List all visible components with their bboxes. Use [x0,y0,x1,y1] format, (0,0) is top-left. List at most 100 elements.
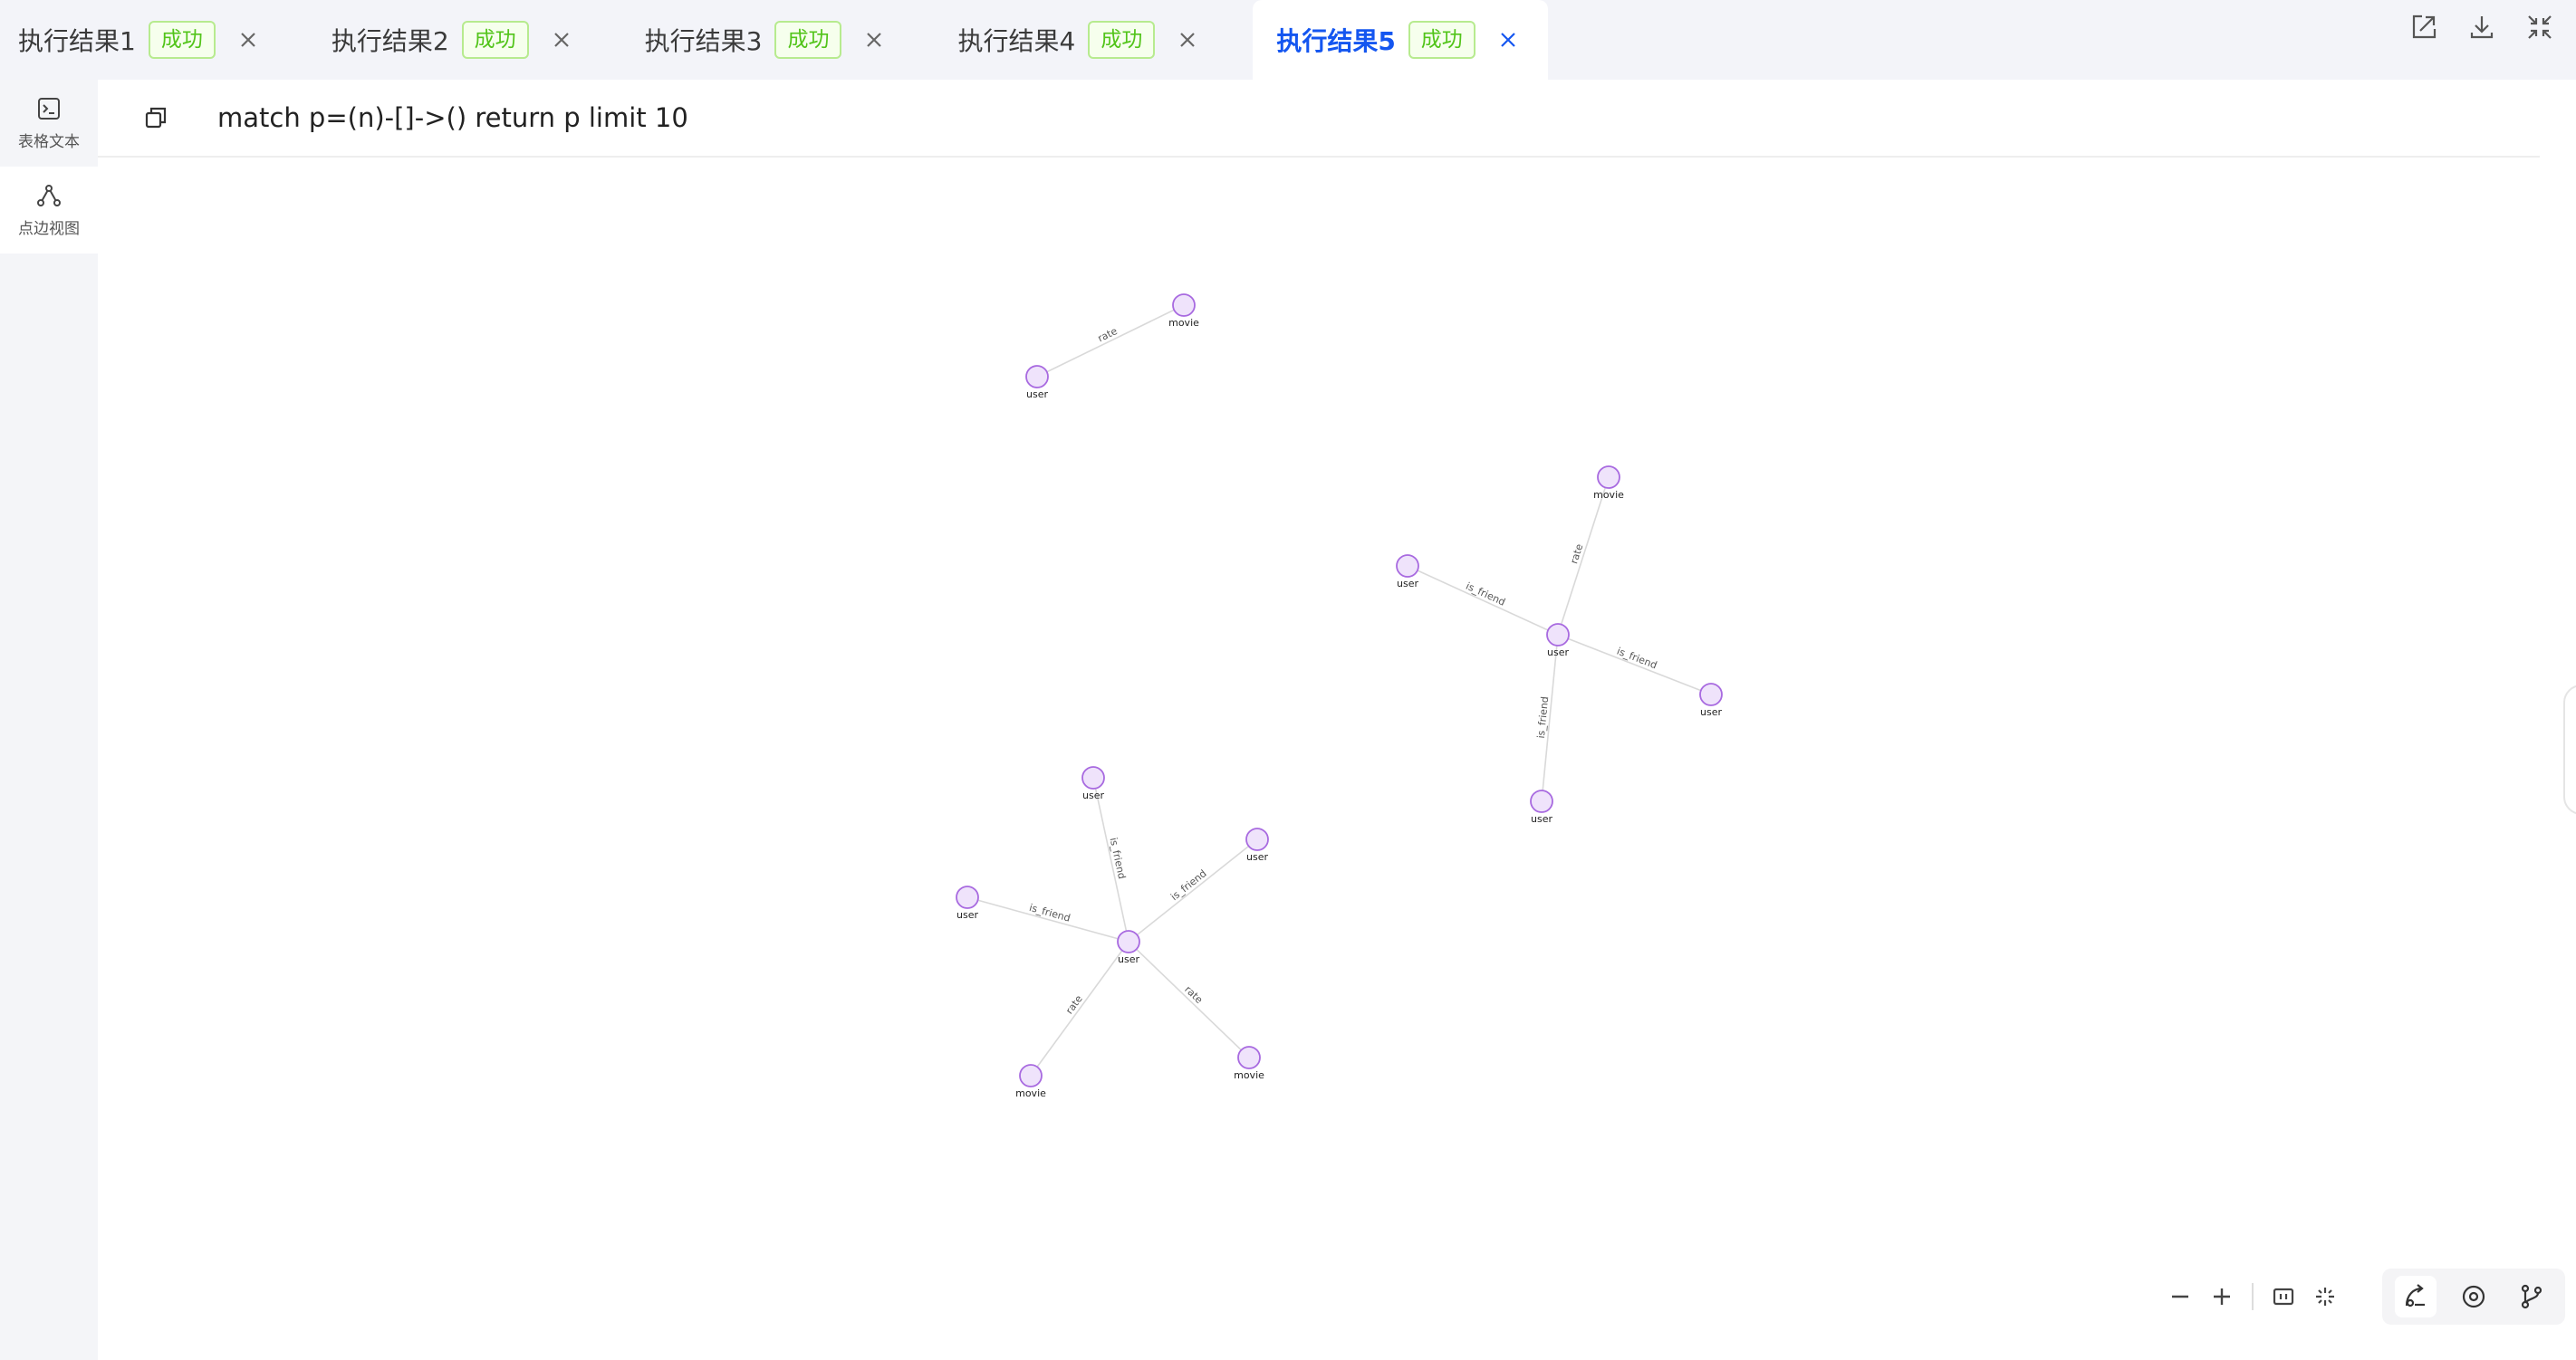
node-circle[interactable] [1025,365,1049,388]
node-circle[interactable] [1396,554,1419,578]
graph-toolbar [2159,1269,2565,1325]
graph-svg: rate rate is_friend is_friend is_friend is_fr… [956,293,1723,1099]
graph-node[interactable]: user [1546,623,1570,658]
graph-node[interactable]: user [1117,930,1140,965]
download-icon[interactable] [2464,9,2500,45]
tab-result-5[interactable]: 执行结果5 成功 [1253,0,1548,80]
graph-node[interactable]: user [1396,554,1419,589]
graph-node[interactable]: movie [1168,293,1199,329]
edge-label: rate [1182,983,1205,1006]
tab-label: 执行结果4 [957,26,1076,56]
layout-switcher [2382,1269,2565,1325]
status-badge: 成功 [461,21,529,59]
graph-node[interactable]: user [1699,683,1723,718]
circular-layout-icon[interactable] [2453,1276,2494,1317]
edge-label: is_friend [1028,902,1072,924]
node-label: movie [1234,1069,1264,1081]
sidebar-item-graph-view[interactable]: 点边视图 [0,167,98,254]
node-circle[interactable] [1117,930,1140,953]
tab-label: 执行结果1 [18,26,136,56]
edge-label: is_friend [1535,696,1551,740]
status-badge: 成功 [774,21,842,59]
tab-label: 执行结果5 [1276,26,1396,56]
close-icon[interactable] [861,27,887,53]
edge-label: is_friend [1615,646,1658,672]
zoom-in-icon[interactable] [2201,1276,2243,1317]
node-circle[interactable] [1172,293,1196,317]
auto-layout-icon[interactable] [2304,1276,2346,1317]
toolbar-divider [2252,1283,2254,1310]
graph-edge[interactable] [1128,941,1250,1058]
graph-edge[interactable] [1557,634,1712,695]
node-circle[interactable] [1546,623,1570,646]
collapse-icon[interactable] [2522,9,2558,45]
graph-view-icon [37,184,61,206]
tab-result-4[interactable]: 执行结果4 成功 [939,0,1220,80]
node-circle[interactable] [956,886,979,909]
graph-edge[interactable] [966,896,1129,943]
graph-edge[interactable] [1092,777,1129,943]
fit-view-icon[interactable] [2263,1276,2304,1317]
graph-edge[interactable] [1557,476,1610,636]
node-circle[interactable] [1237,1046,1261,1069]
graph-edge[interactable] [1036,304,1185,378]
node-label: user [1118,953,1139,965]
graph-edge[interactable] [1030,941,1129,1077]
query-text: match p=(n)-[]->() return p limit 10 [217,102,688,133]
node-label: user [1246,851,1268,863]
console-icon [38,97,60,120]
tree-layout-icon[interactable] [2511,1276,2552,1317]
result-tab-bar: 执行结果1 成功 执行结果2 成功 执行结果3 成功 执行结果4 成功 执行结果… [0,0,2576,80]
tab-result-2[interactable]: 执行结果2 成功 [313,0,594,80]
graph-node[interactable]: movie [1234,1046,1264,1081]
sidebar-item-table-text[interactable]: 表格文本 [0,80,98,167]
node-label: user [1397,578,1418,589]
side-panel-handle[interactable] [2563,685,2576,815]
tab-result-1[interactable]: 执行结果1 成功 [0,0,281,80]
zoom-out-icon[interactable] [2159,1276,2201,1317]
node-label: user [1547,646,1569,658]
graph-node[interactable]: movie [1015,1064,1046,1099]
export-icon[interactable] [2406,9,2442,45]
tab-result-3[interactable]: 执行结果3 成功 [627,0,908,80]
sidebar-item-label: 表格文本 [18,132,80,151]
status-badge: 成功 [1088,21,1156,59]
node-label: user [956,909,978,921]
node-circle[interactable] [1081,766,1105,790]
graph-edge[interactable] [1541,634,1559,802]
graph-node[interactable]: user [1025,365,1049,400]
node-label: user [1700,706,1722,718]
graph-node[interactable]: user [1081,766,1105,801]
graph-node[interactable]: movie [1593,465,1624,501]
node-circle[interactable] [1699,683,1723,706]
node-circle[interactable] [1597,465,1620,489]
close-icon[interactable] [1495,27,1521,53]
node-circle[interactable] [1245,828,1269,851]
graph-canvas[interactable]: rate rate is_friend is_friend is_friend is_fr… [98,159,2576,1360]
edge-label: rate [1568,542,1585,565]
view-switcher: 表格文本 点边视图 [0,80,98,1360]
close-icon[interactable] [549,27,574,53]
tab-actions [2406,9,2558,45]
tab-label: 执行结果2 [331,26,449,56]
close-icon[interactable] [235,27,261,53]
graph-node[interactable]: user [1245,828,1269,863]
node-label: movie [1593,489,1624,501]
graph-node[interactable]: user [956,886,979,921]
graph-edge[interactable] [1407,565,1559,636]
query-bar: match p=(n)-[]->() return p limit 10 [98,80,2540,158]
copy-icon[interactable] [139,101,172,134]
status-badge: 成功 [1408,21,1475,59]
force-layout-icon[interactable] [2395,1276,2437,1317]
node-circle[interactable] [1530,790,1553,813]
node-label: movie [1015,1087,1046,1099]
close-icon[interactable] [1175,27,1200,53]
node-label: user [1026,388,1048,400]
graph-node[interactable]: user [1530,790,1553,825]
node-label: movie [1168,317,1199,329]
graph-edge[interactable] [1128,838,1258,943]
node-circle[interactable] [1019,1064,1043,1087]
node-label: user [1531,813,1552,825]
edge-label: is_friend [1168,867,1208,903]
tab-label: 执行结果3 [644,26,763,56]
